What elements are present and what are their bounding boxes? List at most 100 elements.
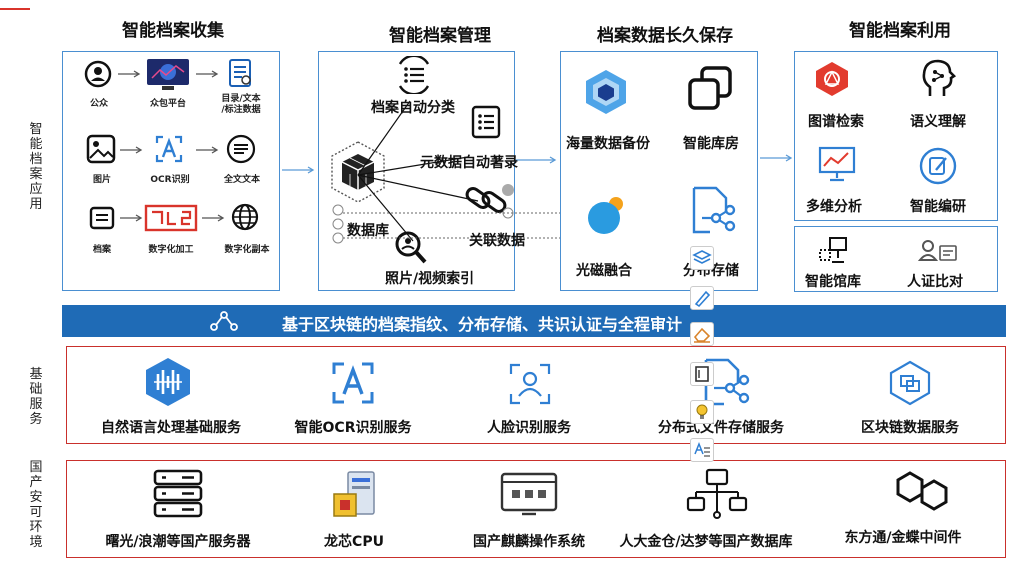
relation-lines bbox=[357, 100, 479, 242]
arrow-right-icon bbox=[202, 214, 225, 222]
use-item-graph: 图谱检索 bbox=[808, 114, 864, 130]
network-nodes-icon bbox=[210, 311, 238, 331]
manage-item-database: 数据库 bbox=[347, 223, 389, 239]
distributed-storage-icon bbox=[692, 186, 736, 234]
manage-title: 智能档案管理 bbox=[389, 26, 491, 46]
cpu-chip-icon bbox=[333, 471, 375, 517]
collect-item-digitize: 数字化加工 bbox=[148, 245, 194, 255]
fulltext-icon bbox=[226, 134, 256, 164]
use-title: 智能档案利用 bbox=[849, 21, 951, 41]
id-verify-icon bbox=[918, 240, 957, 261]
collect-item-catalog: 目录/文本 /标注数据 bbox=[221, 94, 261, 115]
database-network-icon bbox=[686, 468, 748, 519]
os-window-icon bbox=[500, 472, 558, 516]
use-item-id-verify: 人证比对 bbox=[907, 274, 963, 290]
use-item-semantic: 语义理解 bbox=[910, 114, 966, 130]
flow-arrow-icon bbox=[760, 154, 793, 162]
toolbar-idea-button[interactable] bbox=[690, 400, 714, 424]
backup-hexagon-icon bbox=[586, 70, 626, 114]
graph-search-icon bbox=[816, 62, 848, 96]
use-item-smart-library: 智能馆库 bbox=[805, 274, 861, 290]
base-service-dfs: 分布式文件存储服务 bbox=[658, 420, 784, 436]
banner-text: 基于区块链的档案指纹、分布存储、共识认证与全程审计 bbox=[282, 315, 683, 334]
metadata-list-icon bbox=[471, 105, 501, 139]
magnifier-icon bbox=[395, 231, 427, 264]
collect-panel bbox=[62, 51, 280, 291]
collect-item-ocr: OCR识别 bbox=[150, 175, 190, 185]
library-squares-icon bbox=[688, 66, 732, 110]
ocr-icon bbox=[155, 135, 183, 163]
collect-title: 智能档案收集 bbox=[122, 21, 224, 41]
layers-icon bbox=[692, 250, 712, 264]
blockchain-banner: 基于区块链的档案指纹、分布存储、共识认证与全程审计 bbox=[62, 305, 1006, 337]
side-label-app: 智能档案应用 bbox=[29, 122, 43, 212]
link-chain-icon bbox=[465, 184, 514, 213]
collect-item-crowd: 众包平台 bbox=[149, 99, 186, 109]
base-services-box bbox=[66, 346, 1006, 444]
env-os: 国产麒麟操作系统 bbox=[473, 534, 585, 550]
editing-icon bbox=[919, 147, 957, 185]
frame-icon bbox=[695, 366, 709, 382]
nlp-hexagon-icon bbox=[146, 358, 190, 406]
top-accent-line bbox=[0, 8, 30, 10]
flow-arrow-icon bbox=[514, 156, 557, 164]
side-label-base: 基础服务 bbox=[29, 367, 43, 427]
use-item-editing: 智能编研 bbox=[910, 199, 966, 215]
base-service-nlp: 自然语言处理基础服务 bbox=[101, 420, 241, 436]
image-icon bbox=[86, 134, 116, 164]
arrow-right-icon bbox=[196, 70, 219, 78]
base-service-face: 人脸识别服务 bbox=[487, 420, 571, 436]
toolbar-eraser-button[interactable] bbox=[690, 322, 714, 346]
env-database: 人大金仓/达梦等国产数据库 bbox=[619, 534, 793, 550]
toolbar-frame-button[interactable] bbox=[690, 362, 714, 386]
preserve-item-library: 智能库房 bbox=[683, 136, 739, 152]
arrow-right-icon bbox=[120, 214, 143, 222]
digitization-icon bbox=[144, 204, 198, 232]
collect-item-fulltext: 全文文本 bbox=[223, 175, 260, 185]
blockchain-data-icon bbox=[889, 360, 931, 406]
multi-analysis-icon bbox=[818, 146, 856, 182]
preserve-item-optomag: 光磁融合 bbox=[576, 263, 632, 279]
manage-item-photo-index: 照片/视频索引 bbox=[385, 271, 475, 287]
base-service-blockchain: 区块链数据服务 bbox=[861, 420, 959, 436]
classify-icon bbox=[398, 56, 430, 94]
toolbar-layers-button[interactable] bbox=[690, 246, 714, 270]
use-item-analysis: 多维分析 bbox=[806, 199, 862, 215]
arrow-right-icon bbox=[120, 146, 143, 154]
env-server: 曙光/浪潮等国产服务器 bbox=[105, 534, 251, 550]
toolbar-text-button[interactable] bbox=[690, 438, 714, 462]
toolbar-pen-button[interactable] bbox=[690, 286, 714, 310]
pen-icon bbox=[694, 290, 711, 308]
env-cpu: 龙芯CPU bbox=[324, 534, 384, 550]
preserve-title: 档案数据长久保存 bbox=[597, 26, 733, 46]
text-format-icon bbox=[694, 441, 710, 457]
env-middleware: 东方通/金蝶中间件 bbox=[844, 530, 962, 546]
server-rack-icon bbox=[153, 469, 203, 518]
person-icon bbox=[84, 60, 112, 88]
middleware-hexagons-icon bbox=[896, 471, 948, 511]
manage-item-classify: 档案自动分类 bbox=[371, 100, 455, 116]
smart-library-icon bbox=[819, 237, 847, 263]
arrow-right-icon bbox=[118, 70, 141, 78]
manage-item-linked: 关联数据 bbox=[469, 233, 525, 249]
collect-item-copy: 数字化副本 bbox=[224, 245, 270, 255]
collect-item-public: 公众 bbox=[89, 99, 108, 109]
domestic-env-box bbox=[66, 460, 1006, 558]
archive-box-icon bbox=[89, 206, 115, 230]
crowdsourcing-platform-icon bbox=[147, 59, 189, 90]
base-service-ocr: 智能OCR识别服务 bbox=[294, 420, 412, 436]
lightbulb-icon bbox=[696, 404, 708, 419]
eraser-icon bbox=[693, 327, 711, 343]
catalog-document-icon bbox=[229, 59, 251, 87]
preserve-item-backup: 海量数据备份 bbox=[566, 136, 650, 152]
collect-item-image: 图片 bbox=[92, 175, 111, 185]
arrow-right-icon bbox=[196, 146, 219, 154]
globe-icon bbox=[231, 203, 259, 231]
ocr-service-icon bbox=[332, 362, 374, 404]
side-label-env: 国产安可环境 bbox=[29, 460, 43, 550]
collect-item-archive: 档案 bbox=[92, 245, 111, 255]
face-recognition-icon bbox=[509, 363, 551, 405]
manage-item-metadata: 元数据自动著录 bbox=[420, 155, 518, 171]
opto-magnetic-icon bbox=[588, 197, 623, 234]
flow-arrow-icon bbox=[282, 166, 315, 174]
